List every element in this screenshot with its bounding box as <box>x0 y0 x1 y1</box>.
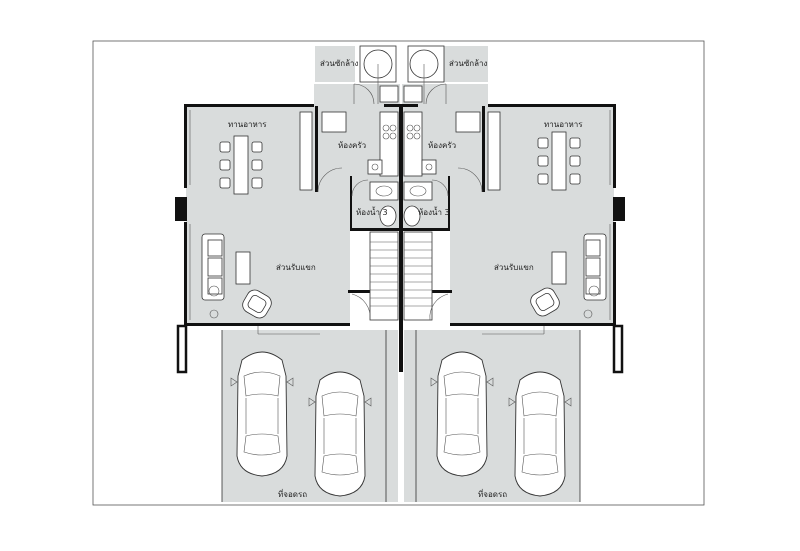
dining-label-right: ทานอาหาร <box>544 120 583 129</box>
kitchen-label-left: ห้องครัว <box>338 141 366 150</box>
parking-left: ที่จอดรถ <box>221 330 387 502</box>
staircase <box>351 231 449 321</box>
laundry-label-right: ส่วนซักล้าง <box>449 59 488 68</box>
living-label-right: ส่วนรับแขก <box>494 263 534 272</box>
living-left: ส่วนรับแขก <box>201 233 316 322</box>
parking-right: ที่จอดรถ <box>415 330 581 502</box>
laundry-left: ส่วนซักล้าง <box>320 45 399 105</box>
kitchen-right: ห้องครัว <box>403 111 483 193</box>
parking-label-right: ที่จอดรถ <box>478 488 507 499</box>
dining-right: ทานอาหาร <box>537 120 583 191</box>
living-label-left: ส่วนรับแขก <box>276 263 316 272</box>
laundry-label-left: ส่วนซักล้าง <box>320 59 359 68</box>
kitchen-left: ห้องครัว <box>317 111 399 193</box>
windows <box>189 110 611 335</box>
bathroom-label-left: ห้องน้ำ 3 <box>356 206 388 217</box>
kitchen-label-right: ห้องครัว <box>428 141 456 150</box>
dining-label-left: ทานอาหาร <box>228 120 267 129</box>
bathroom-label-right: ห้องน้ำ 3 <box>418 206 450 217</box>
living-right: ส่วนรับแขก <box>494 233 607 320</box>
parking-label-left: ที่จอดรถ <box>278 488 307 499</box>
bathroom-left: ห้องน้ำ 3 <box>351 179 399 227</box>
dining-left: ทานอาหาร <box>219 120 267 195</box>
laundry-right: ส่วนซักล้าง <box>403 45 488 105</box>
bathroom-right: ห้องน้ำ 3 <box>403 179 450 227</box>
walls <box>175 104 625 374</box>
